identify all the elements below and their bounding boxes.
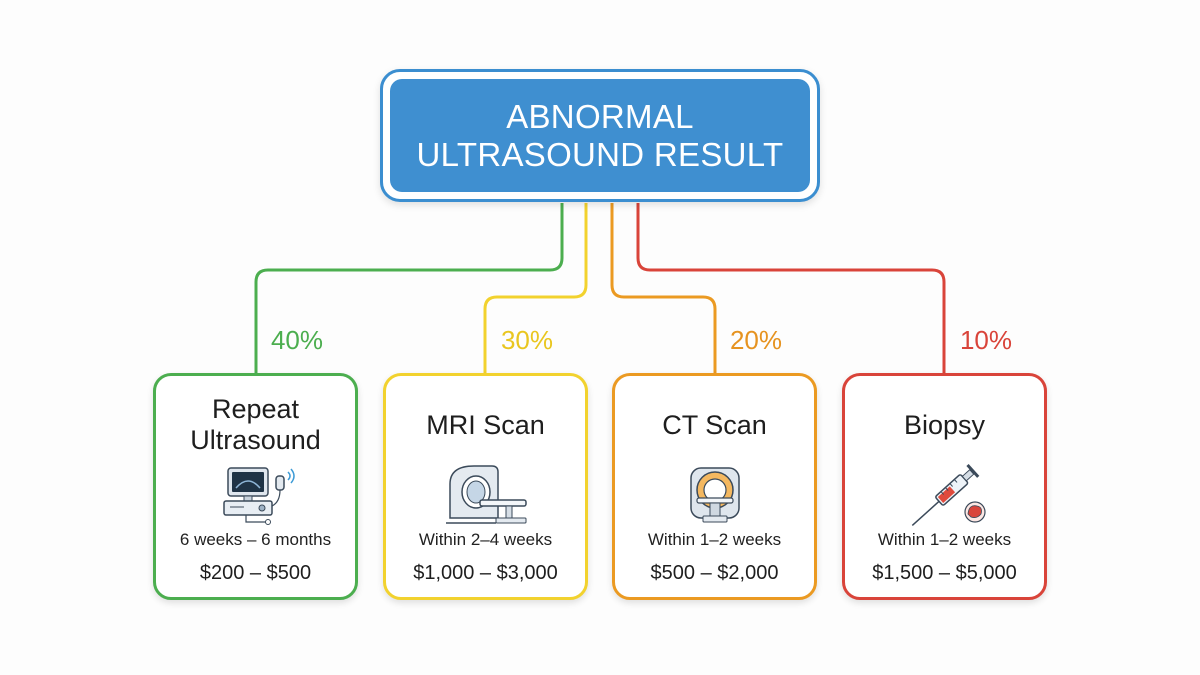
card-cost: $1,000 – $3,000 [413, 562, 558, 584]
percent-label-ct: 20% [729, 325, 783, 355]
card-cost: $1,500 – $5,000 [872, 562, 1017, 584]
card-timeframe: Within 1–2 weeks [647, 530, 782, 549]
ct-scanner-icon [689, 467, 740, 523]
option-card-repeat-ultrasound: Repeat Ultrasound 6 weeks – 6 months $20… [153, 373, 358, 600]
connector-red [636, 203, 946, 373]
card-title: Biopsy [903, 409, 986, 440]
ultrasound-machine-icon [222, 467, 295, 525]
percent-label-biopsy: 10% [959, 325, 1013, 355]
card-timeframe: 6 weeks – 6 months [179, 530, 332, 549]
root-node: ABNORMAL ULTRASOUND RESULT [390, 79, 810, 192]
mri-scanner-icon [445, 465, 527, 524]
percent-label-mri: 30% [500, 325, 554, 355]
root-title-line-1: ABNORMAL [506, 97, 694, 135]
root-title-line-2: ULTRASOUND RESULT [416, 135, 784, 173]
option-card-ct-scan: CT Scan Within 1–2 weeks $500 – $2,000 [612, 373, 817, 600]
option-card-mri-scan: MRI Scan Within 2–4 weeks $1,000 – $3,00… [383, 373, 588, 600]
card-title: CT Scan [662, 409, 767, 440]
card-cost: $200 – $500 [199, 562, 312, 584]
option-card-biopsy: Biopsy Within 1–2 weeks $1,500 – $5,000 [842, 373, 1047, 600]
card-title: Repeat Ultrasound [190, 394, 321, 455]
card-title: MRI Scan [426, 409, 545, 440]
connector-yellow [483, 203, 588, 373]
biopsy-syringe-icon [911, 463, 986, 526]
percent-label-repeat-ultrasound: 40% [270, 325, 324, 355]
card-timeframe: Within 1–2 weeks [877, 530, 1012, 549]
card-cost: $500 – $2,000 [650, 562, 779, 584]
connector-orange [610, 203, 717, 373]
card-timeframe: Within 2–4 weeks [418, 530, 553, 549]
connector-green [254, 203, 564, 373]
